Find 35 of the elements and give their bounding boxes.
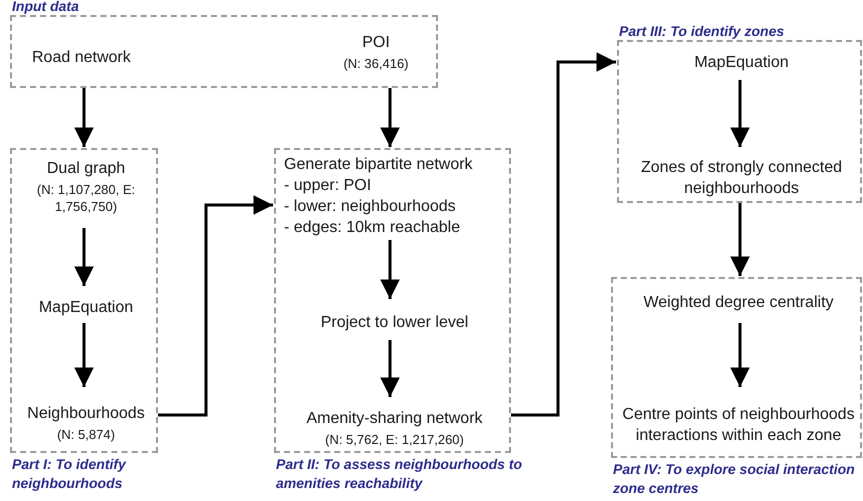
section-heading: Part IV: To explore social interaction zone centres: [613, 460, 856, 498]
arrow: [74, 88, 94, 147]
section-heading: Part III: To identify zones: [619, 22, 786, 41]
step-label: - edges: 10km reachable: [284, 218, 460, 238]
arrow: [730, 80, 750, 147]
arrow: [74, 228, 94, 286]
count-label: (N: 36,416): [343, 54, 409, 72]
step-label: - lower: neighbourhoods: [284, 197, 456, 217]
arrow: [158, 195, 273, 416]
step-label: Project to lower level: [320, 312, 468, 332]
step-label: Generate bipartite network: [284, 155, 473, 175]
step-label: POI: [362, 32, 390, 52]
arrow: [74, 323, 94, 387]
section-heading: Part II: To assess neighbourhoods to amenities reachability: [276, 455, 524, 493]
count-label: (N: 1,107,280, E: 1,756,750): [36, 181, 136, 215]
step-label: Dual graph: [46, 159, 126, 179]
arrow: [380, 88, 400, 147]
section-heading: Part I: To identify neighbourhoods: [12, 455, 128, 493]
arrow: [730, 323, 750, 387]
count-label: (N: 5,874): [57, 426, 115, 442]
arrow: [380, 240, 400, 299]
step-label: MapEquation: [694, 52, 789, 72]
step-label: - upper: POI: [284, 176, 372, 196]
step-label: Zones of strongly connected neighbourhoods: [640, 158, 843, 198]
step-label: Amenity-sharing network: [306, 408, 483, 428]
section-heading: Input data: [12, 0, 80, 16]
arrow: [730, 203, 750, 276]
step-label: Road network: [32, 48, 131, 68]
step-label: Centre points of neighbourhoods interactions within each zone: [621, 405, 856, 446]
step-label: Neighbourhoods: [27, 404, 145, 424]
arrow: [380, 340, 400, 397]
step-label: MapEquation: [38, 298, 134, 318]
step-label: Weighted degree centrality: [643, 292, 834, 312]
count-label: (N: 5,762, E: 1,217,260): [325, 430, 464, 448]
arrow: [511, 52, 616, 416]
